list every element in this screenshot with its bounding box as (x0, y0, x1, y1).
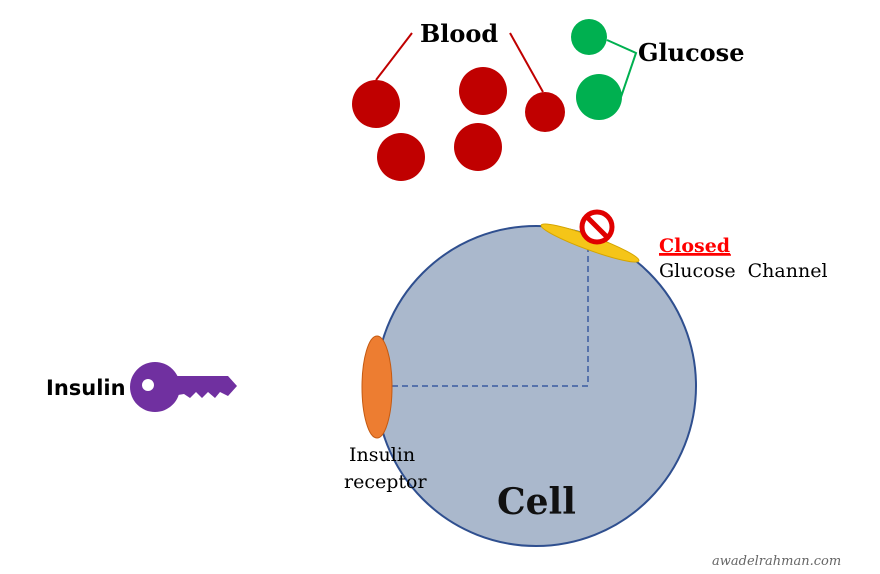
key-icon (130, 362, 237, 412)
blood-pointer-right (509, 32, 544, 93)
glucose-molecule (576, 74, 622, 120)
no-entry-icon (579, 209, 615, 245)
insulin-receptor (361, 335, 393, 439)
blood-pointer-left (375, 32, 413, 81)
blood-cells (352, 67, 565, 181)
blood-cell (454, 123, 502, 171)
watermark: awadelrahman.com (712, 554, 841, 569)
insulin-receptor-label-line1: Insulin (349, 444, 415, 466)
blood-cell (377, 133, 425, 181)
glucose-channel-label: Glucose Channel (659, 260, 828, 282)
closed-label: Closed (659, 235, 730, 257)
insulin-label: Insulin (46, 376, 126, 400)
blood-label: Blood (420, 19, 498, 48)
glucose-label: Glucose (638, 38, 744, 67)
glucose-molecules (571, 19, 622, 120)
blood-cell (525, 92, 565, 132)
receptor-channel-link (392, 240, 589, 387)
glucose-molecule (571, 19, 607, 55)
cell-label: Cell (497, 481, 576, 523)
insulin-receptor-label-line2: receptor (344, 471, 427, 493)
blood-cell (459, 67, 507, 115)
blood-cell (352, 80, 400, 128)
glucose-pointer (606, 39, 638, 98)
